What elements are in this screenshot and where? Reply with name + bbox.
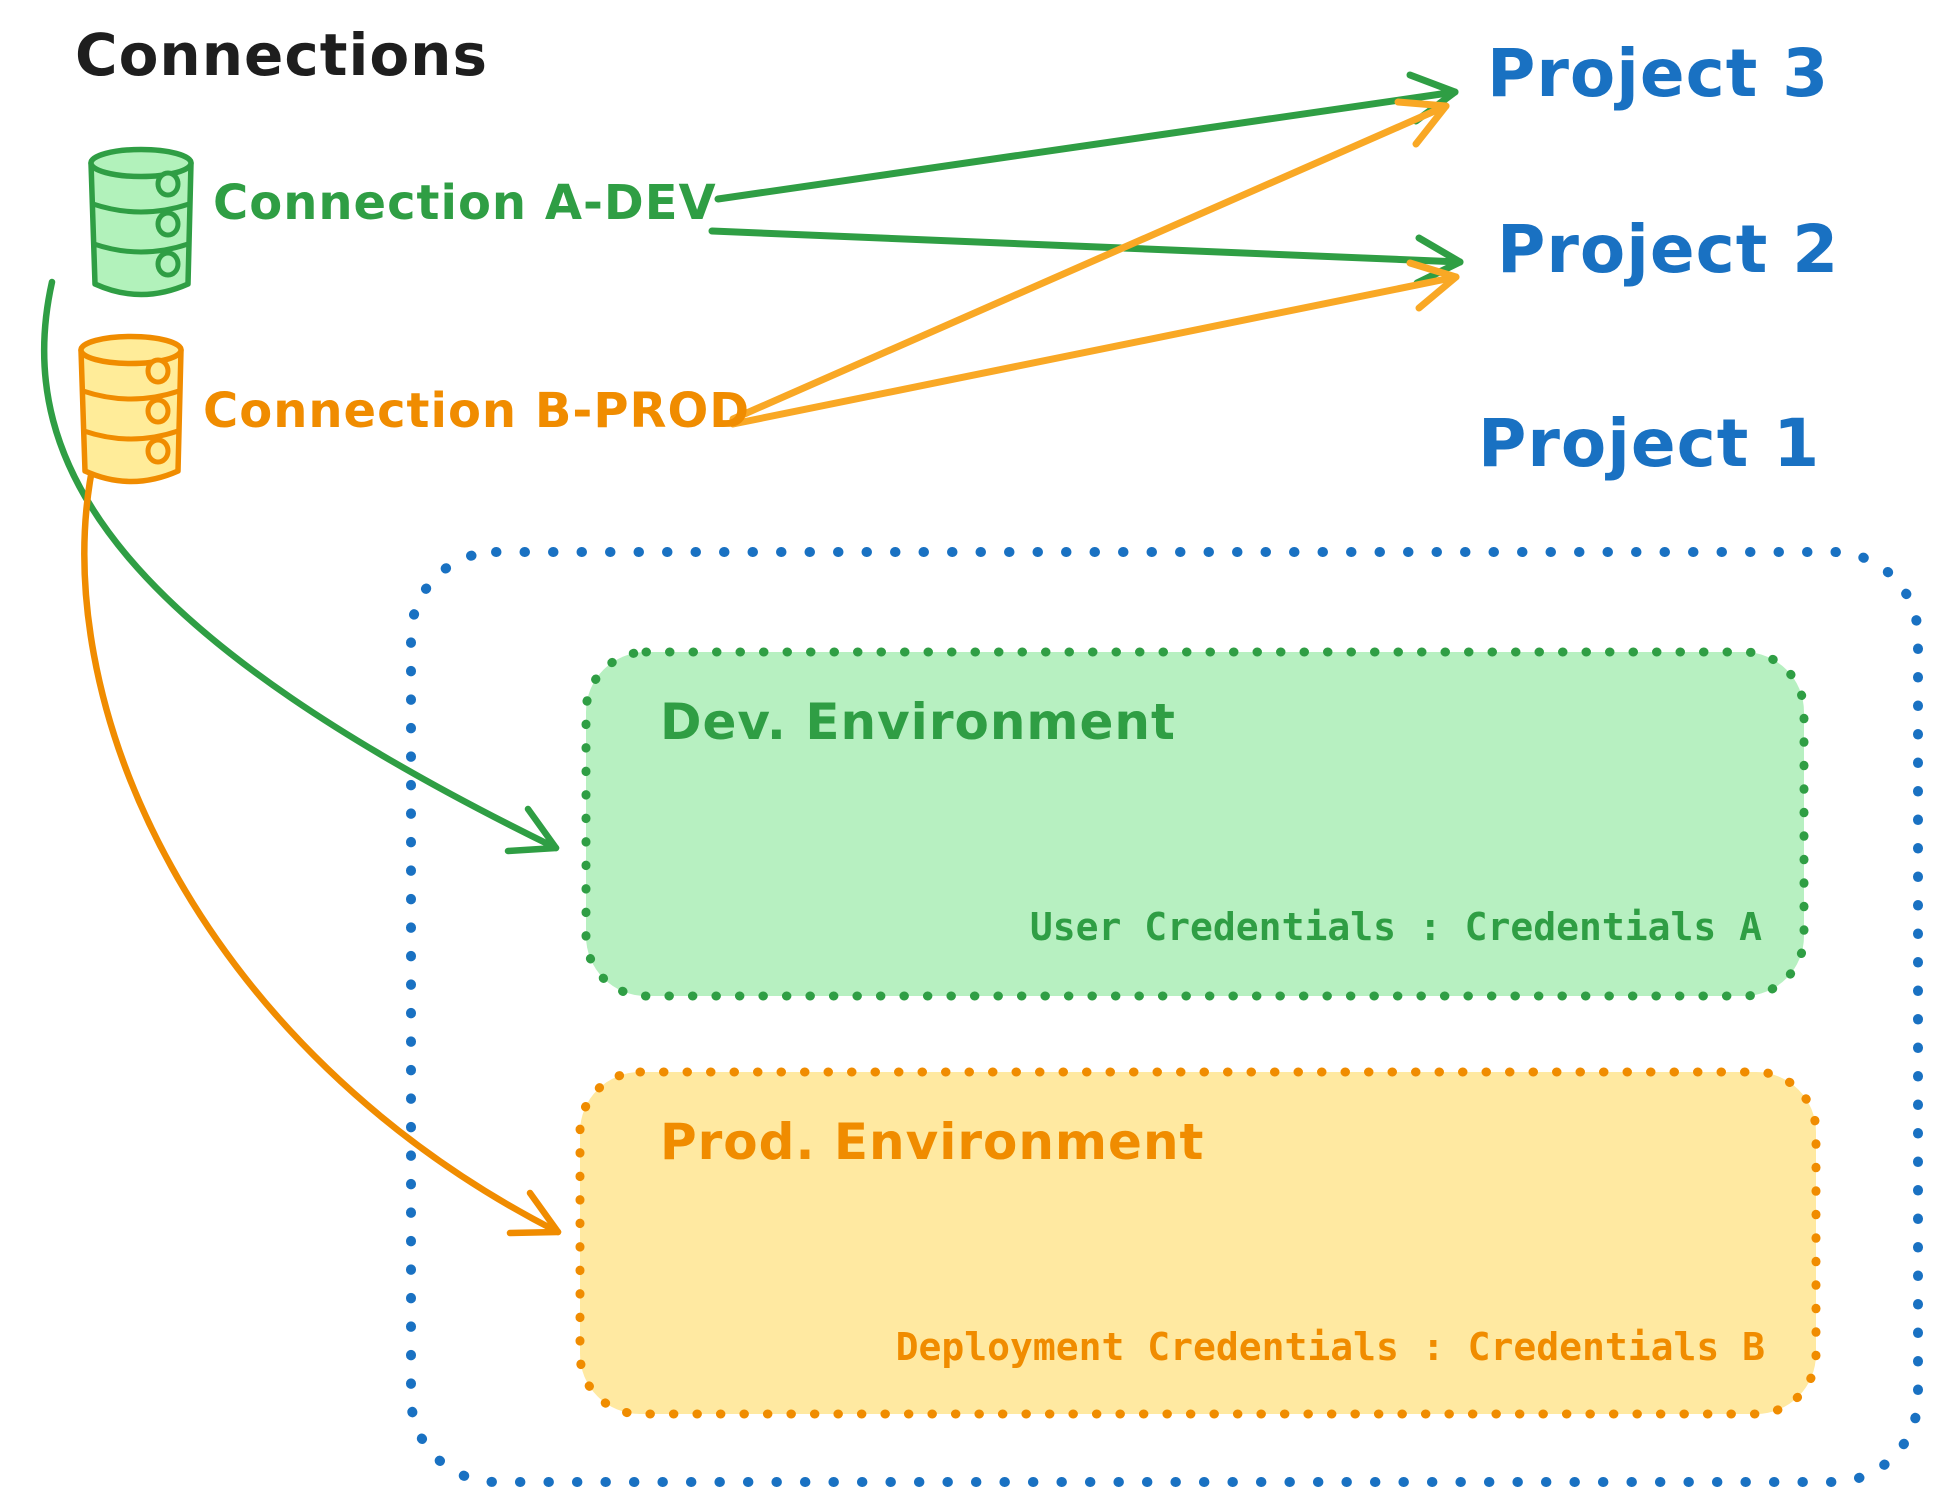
dev-environment-credentials: User Credentials : Credentials A	[1029, 905, 1762, 949]
connection-a-dev-label: Connection A-DEV	[213, 175, 717, 231]
project-2-label: Project 2	[1497, 211, 1840, 288]
prod-environment-box	[575, 1067, 1821, 1419]
database-icon	[91, 150, 191, 295]
arrow-a-dev-to-dev-environment	[40, 278, 560, 855]
project-1-container	[406, 547, 1923, 1487]
arrow-b-prod-to-project-3	[729, 98, 1450, 423]
arrow-a-dev-to-project-3	[714, 71, 1459, 203]
project-1-label: Project 1	[1478, 405, 1821, 482]
arrow-a-dev-to-project-2	[708, 227, 1464, 287]
database-icon	[81, 337, 181, 482]
dev-environment-title: Dev. Environment	[660, 693, 1176, 751]
arrow-b-prod-to-prod-environment	[81, 451, 562, 1237]
diagram-title: Connections	[75, 21, 488, 89]
dev-environment-box	[581, 647, 1809, 1001]
arrow-b-prod-to-project-2	[729, 259, 1460, 428]
project-3-label: Project 3	[1487, 35, 1830, 112]
connection-b-prod-label: Connection B-PROD	[203, 383, 751, 439]
prod-environment-credentials: Deployment Credentials : Credentials B	[895, 1325, 1765, 1369]
prod-environment-title: Prod. Environment	[660, 1113, 1205, 1171]
